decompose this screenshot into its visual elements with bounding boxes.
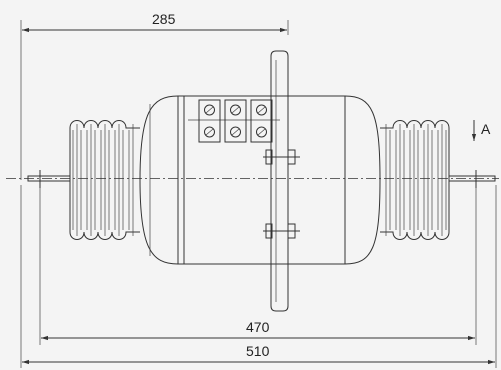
dimension-label-510: 510 [246, 343, 270, 359]
transformer-body [139, 95, 381, 265]
left-insulator [69, 120, 140, 240]
upper-bolt [263, 149, 300, 165]
dimension-510: 510 [20, 185, 497, 368]
section-marker-a: A [471, 120, 491, 141]
terminal-block [188, 99, 280, 143]
section-label: A [481, 121, 491, 137]
dimension-285: 285 [20, 11, 289, 180]
dimension-470: 470 [39, 188, 477, 345]
lower-bolt [263, 223, 300, 239]
mounting-flange [270, 50, 289, 312]
left-terminal [27, 170, 71, 188]
right-terminal [448, 170, 496, 188]
dimension-label-285: 285 [152, 11, 176, 27]
right-insulator [380, 120, 450, 240]
dimension-label-470: 470 [246, 319, 270, 335]
